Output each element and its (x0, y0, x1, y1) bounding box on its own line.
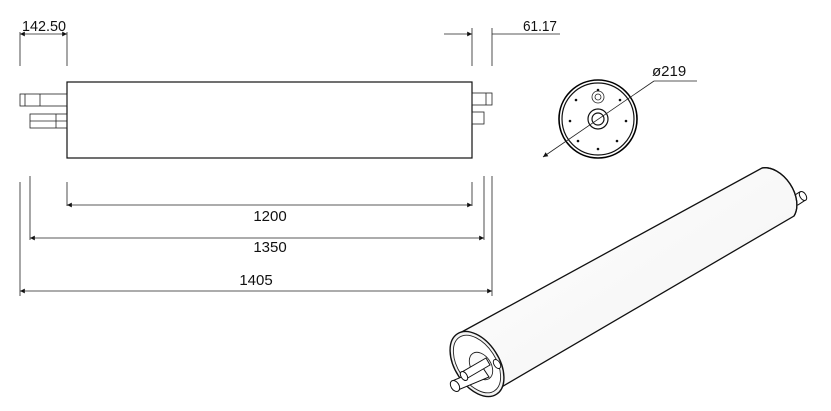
dim-overall-length: 1405 (19, 176, 493, 296)
tube-length-label: 1200 (253, 208, 286, 225)
front-view (19, 81, 493, 159)
left-offset-label: 142.50 (22, 18, 66, 35)
dim-bearing-span: 1350 (29, 176, 485, 256)
overall-length-label: 1405 (239, 272, 272, 289)
dim-right-offset: 61.17 (444, 18, 560, 66)
right-offset-label: 61.17 (523, 18, 557, 35)
end-view: ø219 (542, 63, 697, 159)
bearing-span-label: 1350 (253, 239, 286, 256)
right-shaft (471, 92, 493, 125)
roller-tube-outline (66, 81, 473, 159)
dim-tube-length: 1200 (66, 182, 473, 225)
dim-left-offset: 142.50 (19, 18, 68, 66)
diameter-label: ø219 (652, 63, 686, 80)
isometric-view (449, 167, 808, 398)
left-shaft (19, 93, 68, 129)
